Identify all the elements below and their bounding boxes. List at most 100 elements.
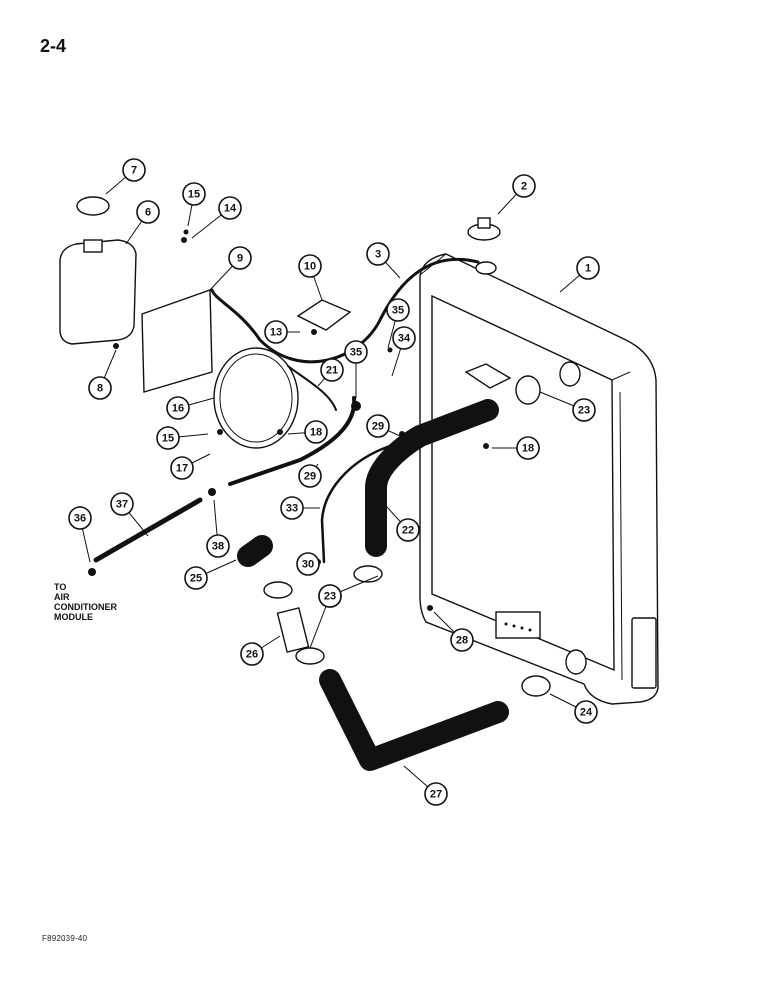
callout-bubble	[344, 340, 368, 364]
callout-35: 35	[344, 340, 368, 398]
callout-number: 28	[456, 635, 468, 647]
callout-number: 29	[304, 471, 316, 483]
callout-number: 9	[237, 253, 243, 265]
callout-8: 8	[88, 349, 117, 400]
callout-30: 30	[296, 552, 321, 576]
callout-bubble	[304, 420, 328, 444]
callout-bubble	[396, 518, 420, 542]
callout-34: 34	[391, 326, 416, 377]
ac-line	[93, 497, 203, 563]
lower-hose	[319, 669, 509, 771]
note-line-2: AIR	[54, 592, 70, 602]
callout-23: 23	[309, 584, 342, 649]
callout-bubble	[516, 436, 540, 460]
callout-number: 25	[190, 573, 202, 585]
callout-35: 35	[386, 298, 410, 349]
callout-bubble	[298, 464, 322, 488]
callout-bubble	[170, 456, 194, 480]
callout-bubble	[182, 182, 206, 206]
callout-15: 15	[182, 182, 206, 227]
note-line-3: CONDITIONER	[54, 602, 117, 612]
note-line-1: TO	[54, 582, 67, 592]
callout-number: 17	[176, 463, 188, 475]
callout-bubble	[296, 552, 320, 576]
callout-bubble	[166, 396, 190, 420]
callout-number: 10	[304, 261, 316, 273]
callout-number: 8	[97, 383, 103, 395]
callout-bubble	[88, 376, 112, 400]
callout-number: 37	[116, 499, 128, 511]
callout-6: 6	[125, 200, 160, 245]
radiator	[419, 253, 659, 705]
fasteners	[88, 229, 489, 611]
callout-bubble	[68, 506, 92, 530]
shroud-plate	[141, 289, 213, 393]
callout-bubble	[574, 700, 598, 724]
callout-number: 27	[430, 789, 442, 801]
callout-bubble	[122, 158, 146, 182]
callout-37: 37	[110, 492, 149, 537]
bracket	[296, 299, 352, 331]
callout-bubble	[206, 534, 230, 558]
callout-number: 15	[188, 189, 200, 201]
callout-number: 23	[578, 405, 590, 417]
callout-number: 23	[324, 591, 336, 603]
callout-22: 22	[385, 505, 420, 542]
coolant-reservoir	[59, 196, 137, 345]
callout-bubble	[366, 414, 390, 438]
callout-number: 35	[350, 347, 362, 359]
callout-bubble	[136, 200, 160, 224]
strap	[287, 365, 337, 411]
callout-number: 21	[326, 365, 338, 377]
callout-bubble	[280, 496, 304, 520]
callout-14: 14	[191, 196, 242, 239]
callout-number: 36	[74, 513, 86, 525]
small-hose	[320, 444, 392, 564]
callout-bubble	[228, 246, 252, 270]
callout-bubble	[450, 628, 474, 652]
callout-bubble	[512, 174, 536, 198]
callout-number: 18	[310, 427, 322, 439]
radiator-cap	[467, 217, 501, 241]
callout-number: 15	[162, 433, 174, 445]
callout-29: 29	[366, 414, 401, 438]
hose-clamps	[263, 375, 551, 697]
callout-number: 7	[131, 165, 137, 177]
callout-bubble	[156, 426, 180, 450]
callout-38: 38	[206, 499, 230, 558]
callout-number: 13	[270, 327, 282, 339]
callout-13: 13	[264, 320, 300, 344]
callout-bubble	[572, 398, 596, 422]
callout-15: 15	[156, 426, 209, 450]
callout-33: 33	[280, 496, 320, 520]
callout-number: 3	[375, 249, 381, 261]
callout-number: 22	[402, 525, 414, 537]
overflow-tube	[210, 257, 480, 364]
callout-25: 25	[184, 559, 237, 590]
callout-number: 14	[224, 203, 237, 215]
callout-number: 18	[522, 443, 534, 455]
callout-number: 26	[246, 649, 258, 661]
callout-9: 9	[209, 246, 252, 291]
callout-number: 24	[580, 707, 593, 719]
callout-number: 30	[302, 559, 314, 571]
upper-hose	[365, 399, 499, 557]
callout-bubble	[424, 782, 448, 806]
fan-shroud-ring	[213, 347, 299, 449]
callout-29: 29	[298, 463, 322, 488]
callout-bubble	[576, 256, 600, 280]
callout-bubble	[218, 196, 242, 220]
callout-27: 27	[403, 765, 448, 806]
callout-number: 1	[585, 263, 591, 275]
callout-bubble	[240, 642, 264, 666]
callout-number: 16	[172, 403, 184, 415]
callout-number: 29	[372, 421, 384, 433]
callout-23: 23	[539, 391, 596, 422]
callout-18: 18	[492, 436, 540, 460]
callout-number: 2	[521, 181, 527, 193]
page-number: 2-4	[40, 36, 67, 56]
callout-bubble	[184, 566, 208, 590]
callout-bubble	[264, 320, 288, 344]
